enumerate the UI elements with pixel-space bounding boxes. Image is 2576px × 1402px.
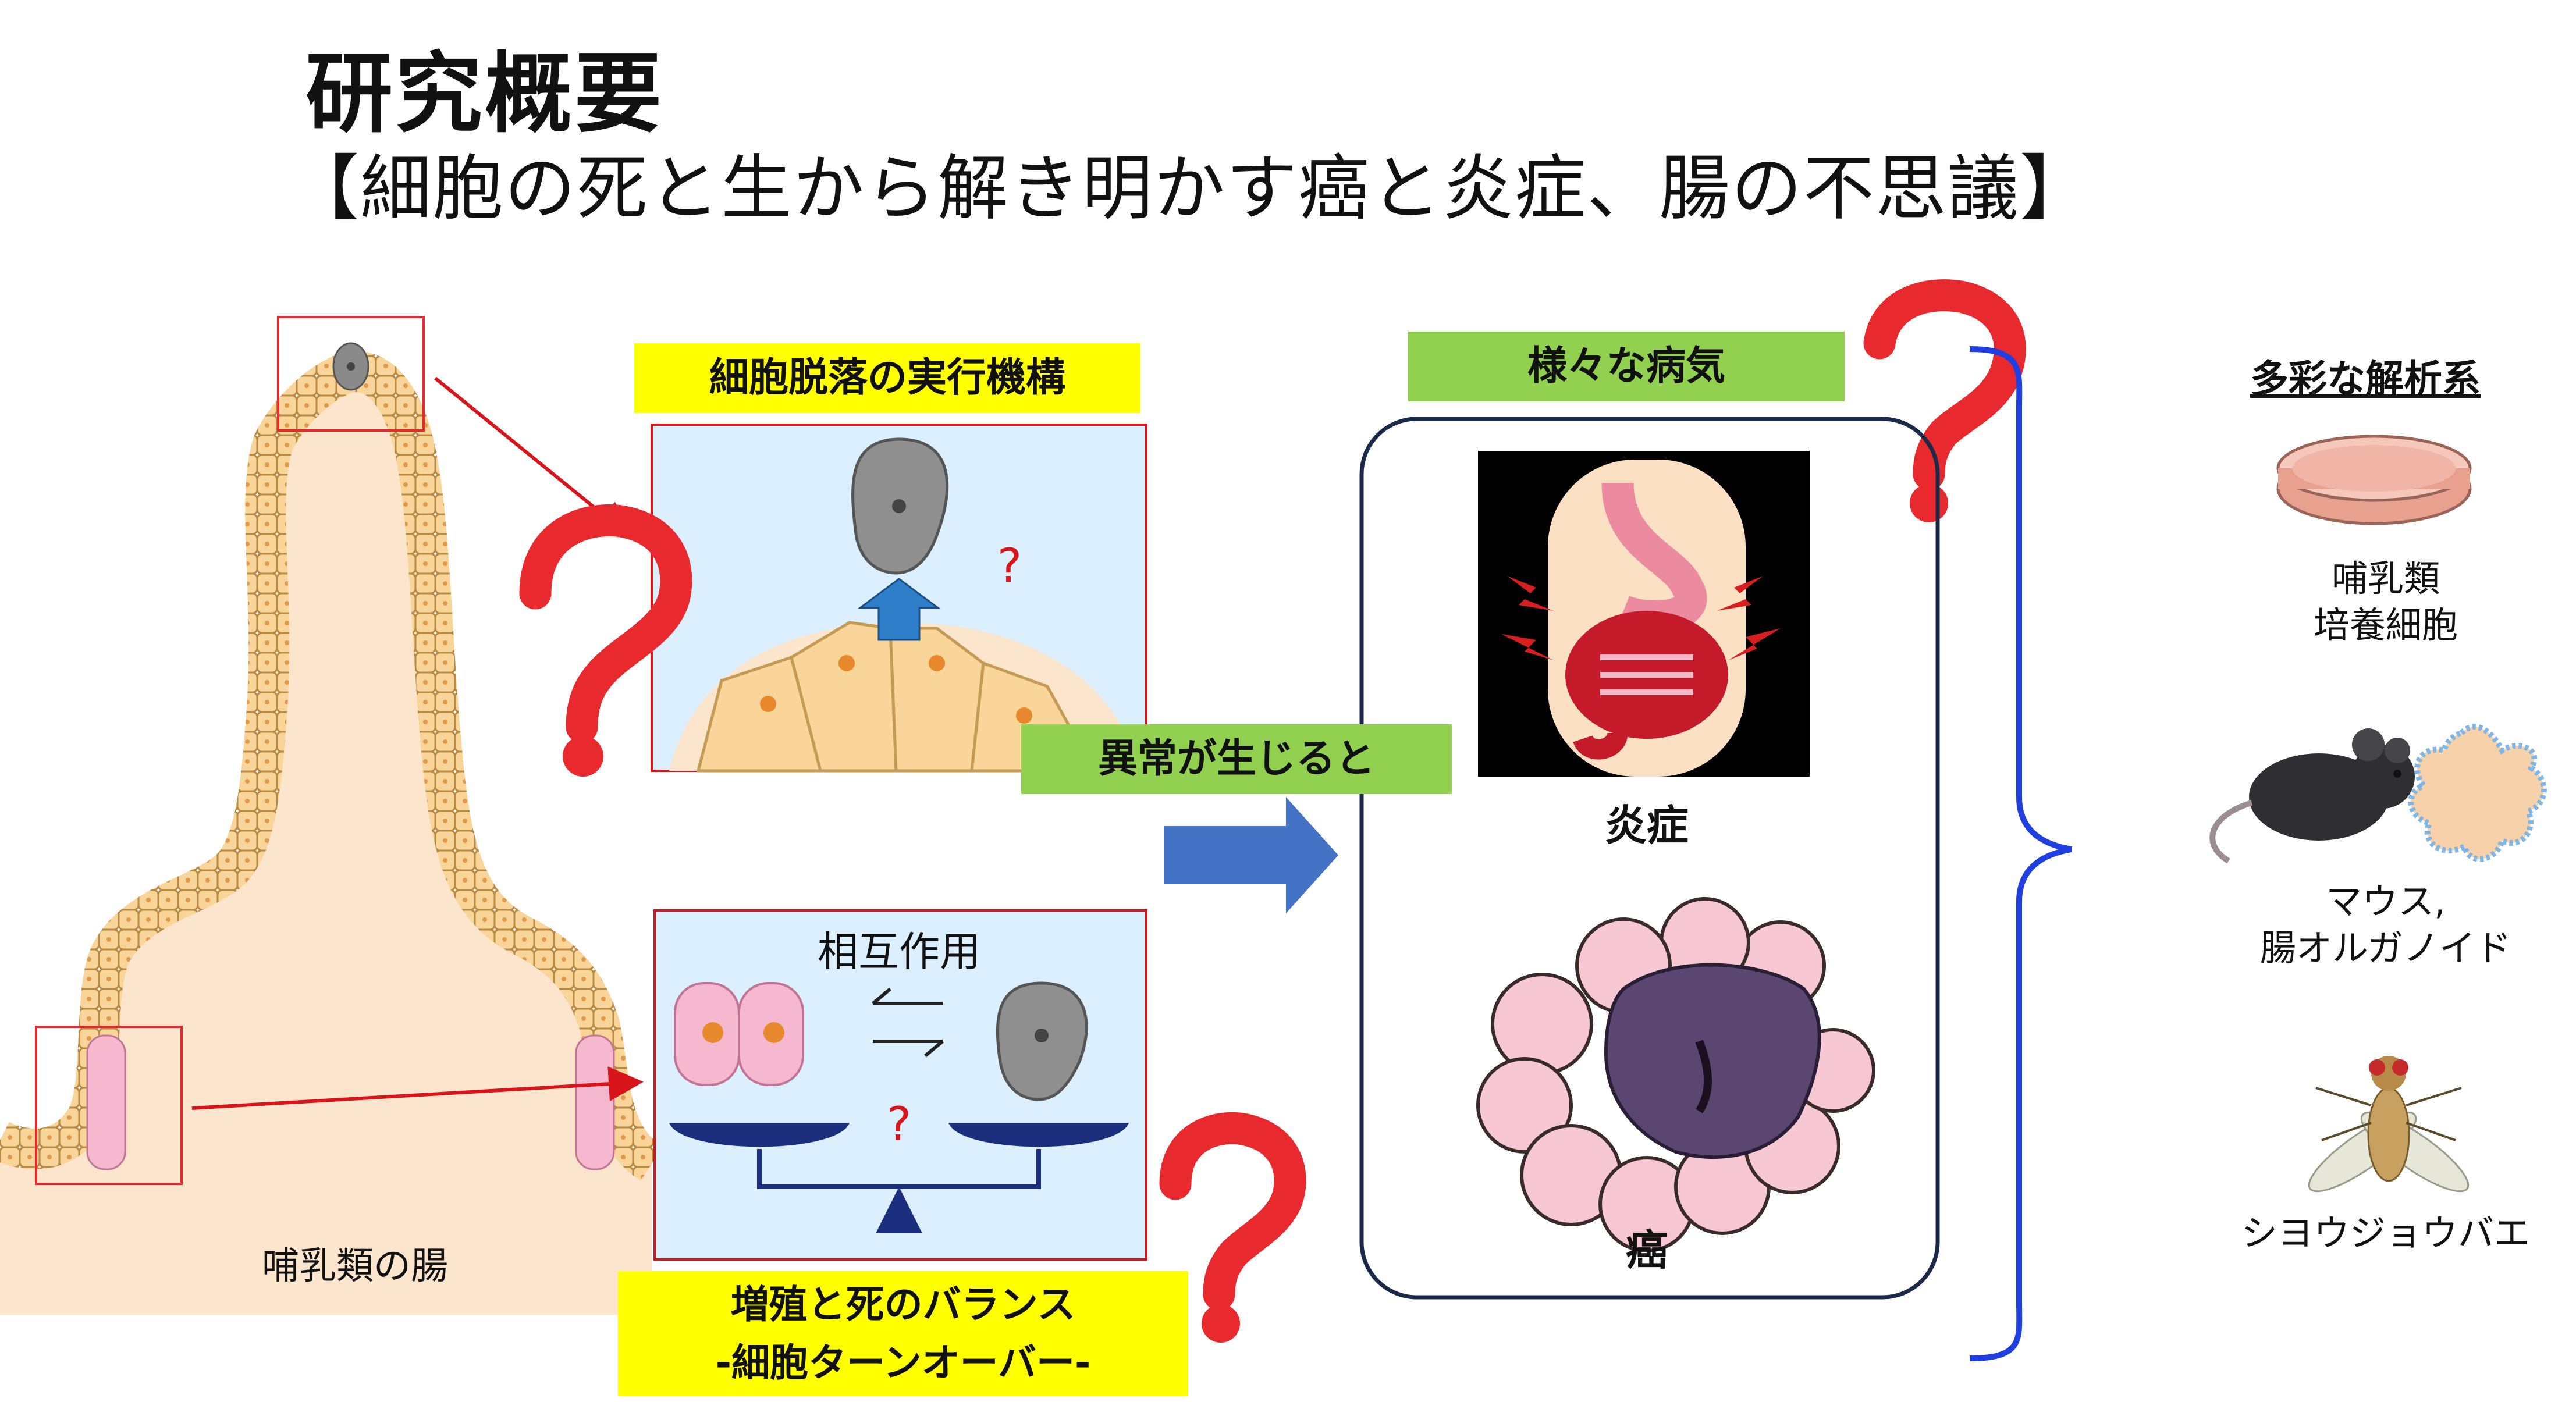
question-mark-icon [519, 504, 692, 743]
top-panel-heading: 細胞脱落の実行機構 [634, 343, 1140, 413]
abnormal-label: 異常が生じると [1021, 724, 1452, 794]
cancer-label: 癌 [1625, 1226, 1668, 1275]
bottom-panel-heading-line2: -細胞ターンオーバー- [715, 1340, 1091, 1385]
question-mark-icon [1159, 1112, 1306, 1311]
bottom-panel-heading: 増殖と死のバランス -細胞ターンオーバー- [618, 1271, 1188, 1396]
top-panel [651, 424, 1147, 773]
bottom-panel [653, 909, 1147, 1261]
page-title: 研究概要 [305, 44, 665, 145]
mouse-icon [2209, 728, 2415, 864]
organoid-icon [2408, 724, 2547, 862]
question-mark-dot [1910, 484, 1948, 522]
inflammation-illustration [1478, 451, 1810, 777]
intestine-villus [0, 342, 663, 1315]
cancer-illustration [1476, 897, 1875, 1252]
intestine-label: 哺乳類の腸 [262, 1245, 448, 1288]
top-panel-question-mark: ? [997, 539, 1022, 593]
petri-dish-icon [2276, 435, 2472, 525]
analysis-item-cultured-cells: 哺乳類 培養細胞 [2258, 556, 2514, 649]
bottom-panel-heading-line1: 増殖と死のバランス [730, 1282, 1076, 1327]
question-mark-dot [1202, 1304, 1240, 1343]
arrow-to-bottom-panel [191, 1066, 644, 1110]
analysis-item-mouse: マウス, 腸オルガノイド [2229, 878, 2543, 972]
flow-arrow [1164, 797, 1338, 913]
question-mark-icon [1863, 279, 2026, 490]
fruit-fly-icon [2308, 1056, 2470, 1193]
disease-box [1359, 417, 1940, 1300]
analysis-item-line1: 哺乳類 [2331, 557, 2440, 600]
top-highlight-box [277, 316, 425, 432]
page-subtitle: 【細胞の死と生から解き明かす癌と炎症、腸の不思議】 [288, 147, 2092, 230]
inflammation-label: 炎症 [1604, 801, 1689, 850]
bracket [1969, 346, 2072, 1361]
bottom-panel-question-mark: ? [887, 1097, 911, 1151]
analysis-item-line2: 腸オルガノイド [2259, 927, 2512, 969]
diseases-heading: 様々な病気 [1408, 332, 1845, 401]
analysis-heading: 多彩な解析系 [2250, 357, 2481, 401]
question-mark-dot [563, 736, 603, 777]
analysis-item-line1: マウス, [2326, 880, 2446, 923]
analysis-item-line2: 培養細胞 [2313, 604, 2458, 646]
interaction-label: 相互作用 [818, 928, 980, 976]
analysis-item-drosophila: シヨウジョウバエ [2217, 1210, 2554, 1257]
analysis-item-line1: シヨウジョウバエ [2241, 1212, 2530, 1254]
bottom-highlight-box [35, 1026, 183, 1185]
